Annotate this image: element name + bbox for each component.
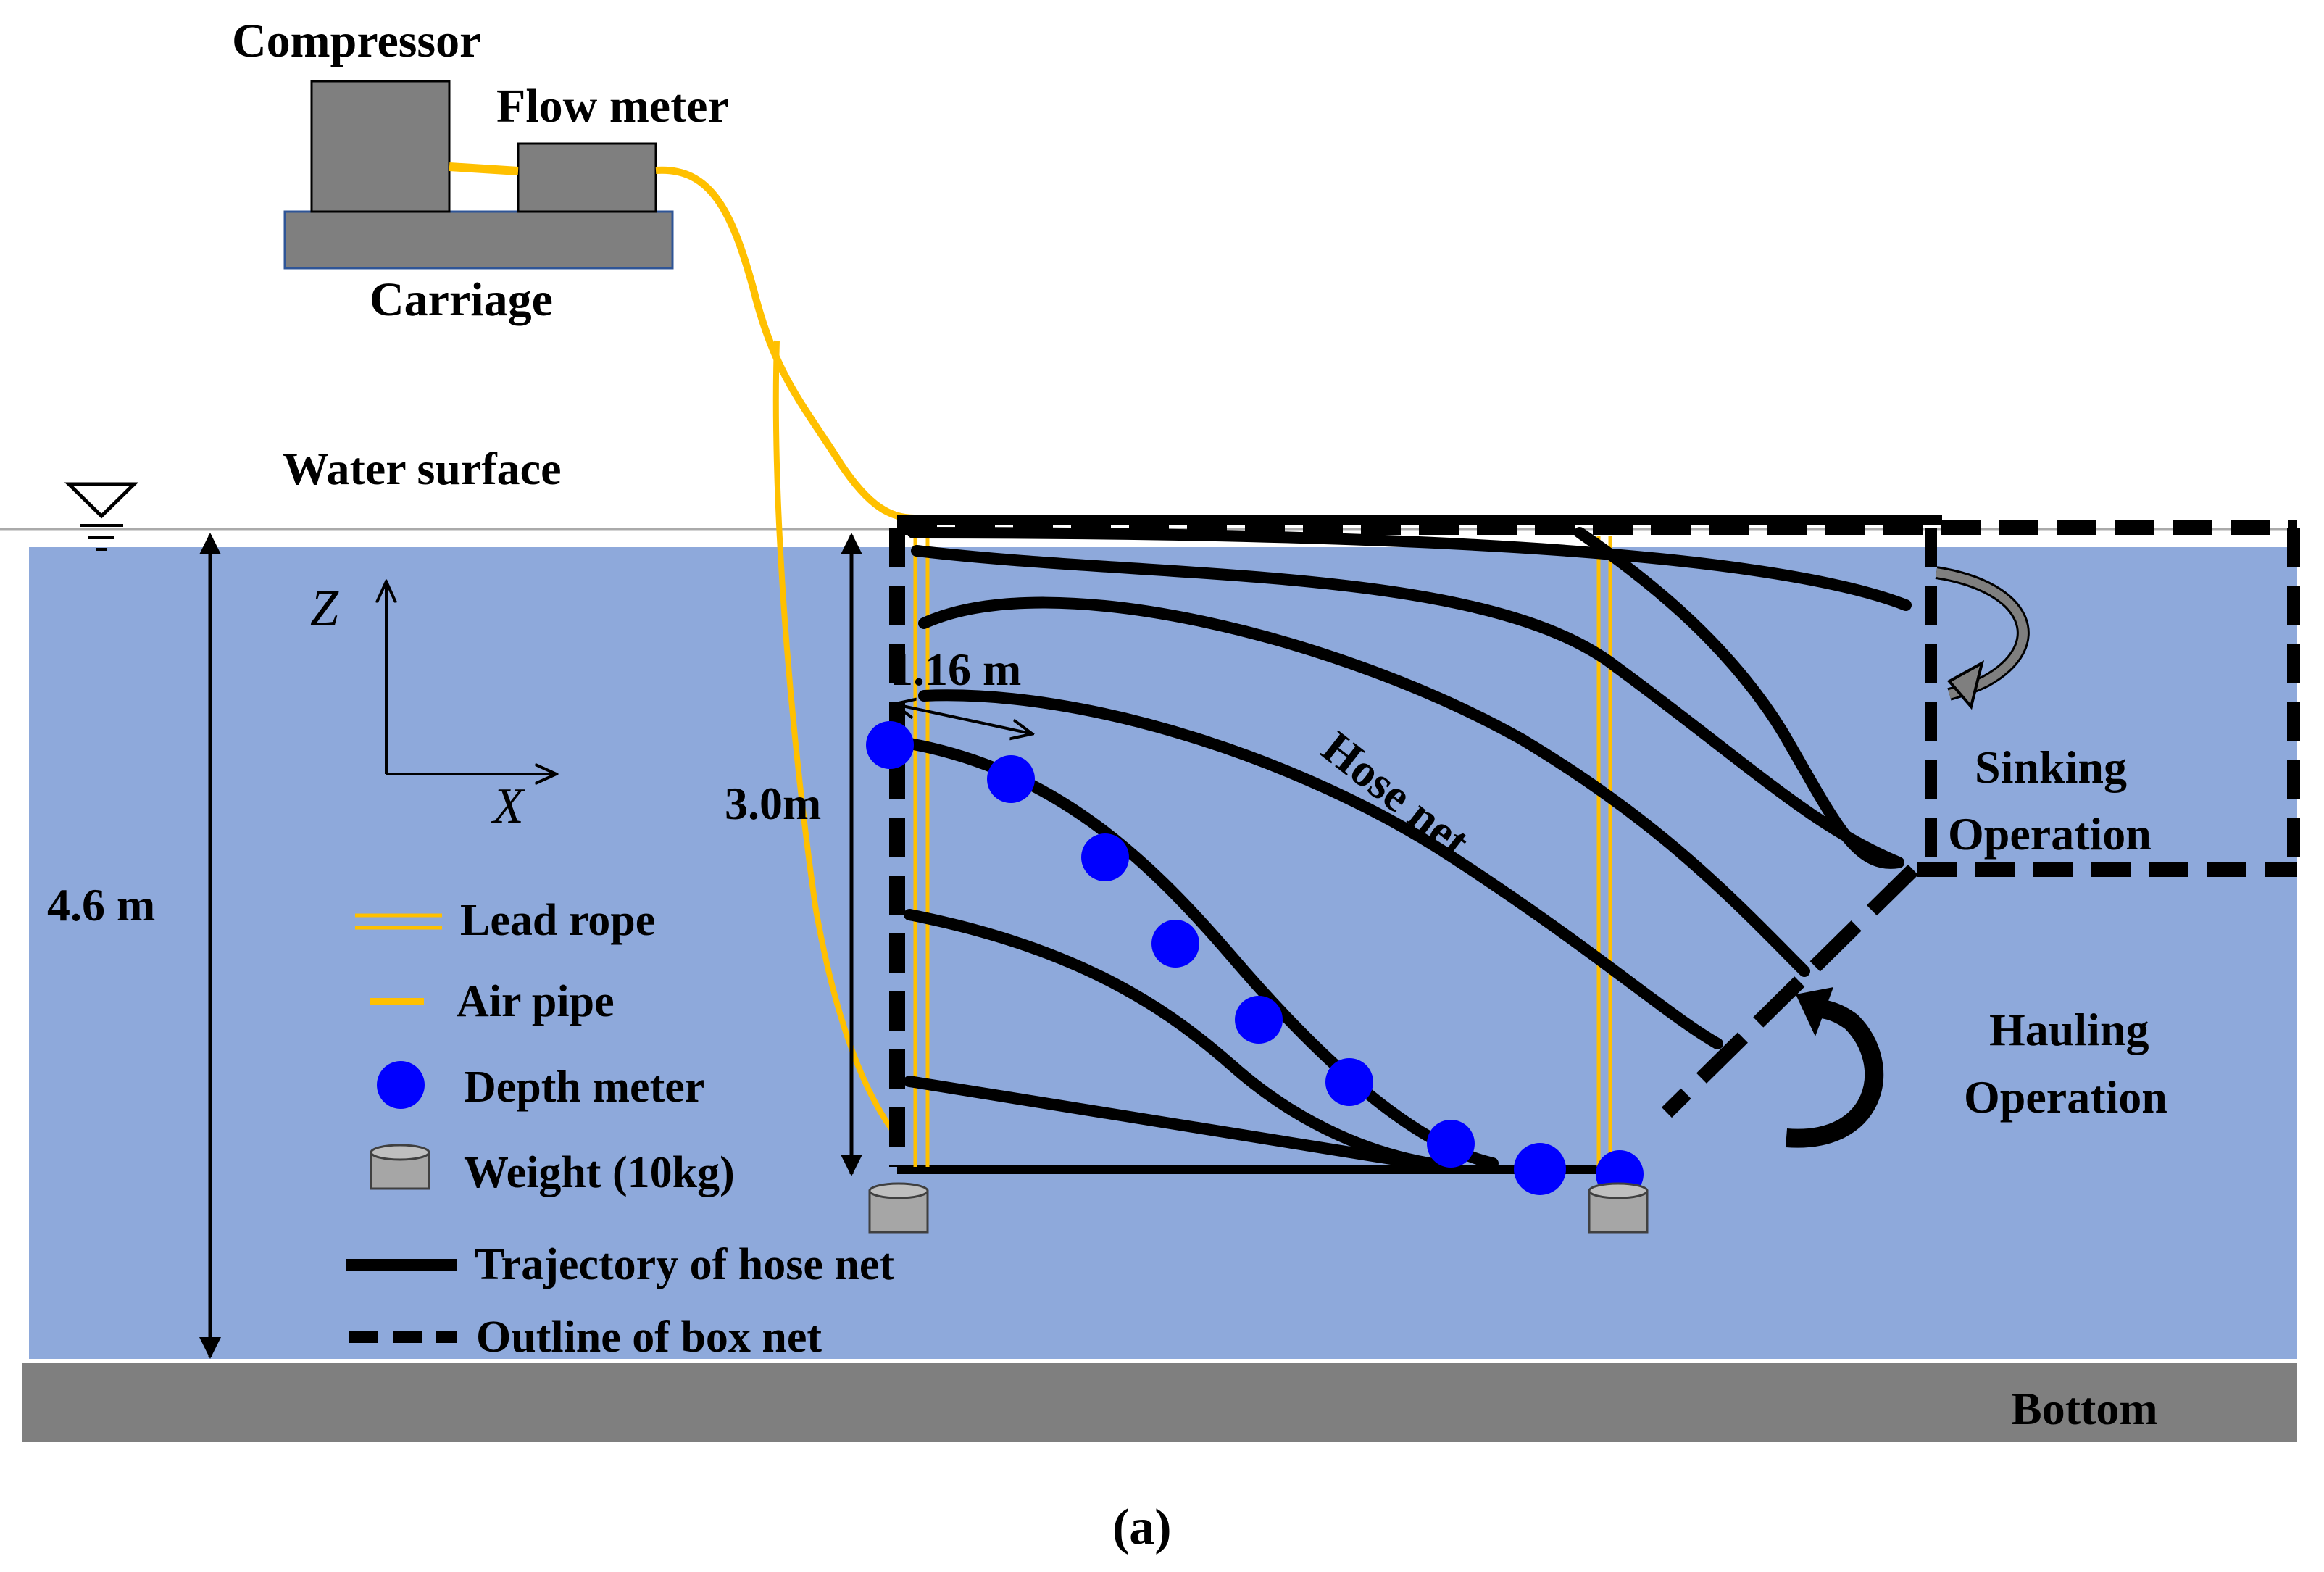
air-pipe [655, 166, 915, 522]
depth-meter-4 [1151, 920, 1199, 968]
trajectory-7 [904, 1076, 1455, 1174]
net-height-label: 3.0m [725, 778, 821, 829]
trajectory-3 [918, 596, 1810, 977]
depth-meter-1 [866, 721, 914, 769]
legend-lead-rope-symbol [355, 913, 442, 930]
sinking-arrow [1935, 566, 2030, 710]
depth-meter-5 [1235, 996, 1283, 1044]
legend-depth-meter-symbol [377, 1061, 425, 1109]
legend-weight-label: Weight (10kg) [464, 1148, 735, 1197]
depth-meters [866, 721, 1644, 1198]
compressor-box [310, 80, 451, 213]
legend-box-outline-label: Outline of box net [476, 1313, 822, 1362]
bottom-region [22, 1363, 2297, 1442]
trajectory-1 [907, 527, 1912, 611]
carriage-label: Carriage [370, 273, 553, 326]
depth-meter-3 [1081, 833, 1129, 881]
depth-meter-6 [1325, 1058, 1373, 1106]
legend-weight-symbol [370, 1144, 430, 1190]
lead-rope-right [1596, 536, 1612, 1167]
spacing-arrow [896, 704, 1030, 733]
compressor-link-pipe [449, 162, 519, 175]
trajectory-4 [918, 689, 1723, 1049]
bottom-label: Bottom [2011, 1383, 2158, 1434]
weight-left [868, 1182, 929, 1234]
spacing-label: 1.16 m [890, 644, 1021, 695]
legend-depth-meter-label: Depth meter [464, 1062, 704, 1112]
z-axis-label: Z [310, 581, 339, 636]
hauling-label-1: Hauling [1989, 1004, 2149, 1055]
air-pipe-descending [772, 340, 896, 1133]
depth-total-label: 4.6 m [47, 879, 155, 931]
sinking-label-1: Sinking [1975, 741, 2127, 793]
lead-rope-left [913, 528, 930, 1167]
flow-meter-label: Flow meter [496, 80, 729, 133]
hauling-label-2: Operation [1964, 1071, 2167, 1123]
trajectory-2 [911, 545, 1904, 868]
hauling-arrow [1785, 987, 1884, 1148]
water-surface-label: Water surface [283, 443, 561, 494]
carriage-platform [283, 210, 674, 270]
water-level-symbol [64, 482, 139, 551]
depth-meter-7 [1427, 1120, 1475, 1168]
legend-lead-rope-label: Lead rope [460, 896, 655, 945]
box-net-diagonal-edge [1661, 864, 1919, 1118]
depth-meter-2 [987, 755, 1035, 803]
figure-caption: (a) [1112, 1500, 1172, 1555]
x-axis-label: X [491, 778, 526, 834]
legend: Lead rope Air pipe Depth meter Weight (1… [346, 896, 894, 1362]
legend-trajectory-label: Trajectory of hose net [475, 1240, 894, 1289]
depth-meter-8 [1514, 1143, 1566, 1195]
sinking-label-2: Operation [1948, 808, 2152, 860]
legend-air-pipe-label: Air pipe [457, 977, 615, 1026]
weight-right [1588, 1182, 1649, 1234]
flow-meter-box [517, 142, 657, 213]
compressor-label: Compressor [232, 14, 480, 67]
trajectory-6 [904, 909, 1462, 1173]
trajectory-outer-1 [1574, 527, 1904, 869]
